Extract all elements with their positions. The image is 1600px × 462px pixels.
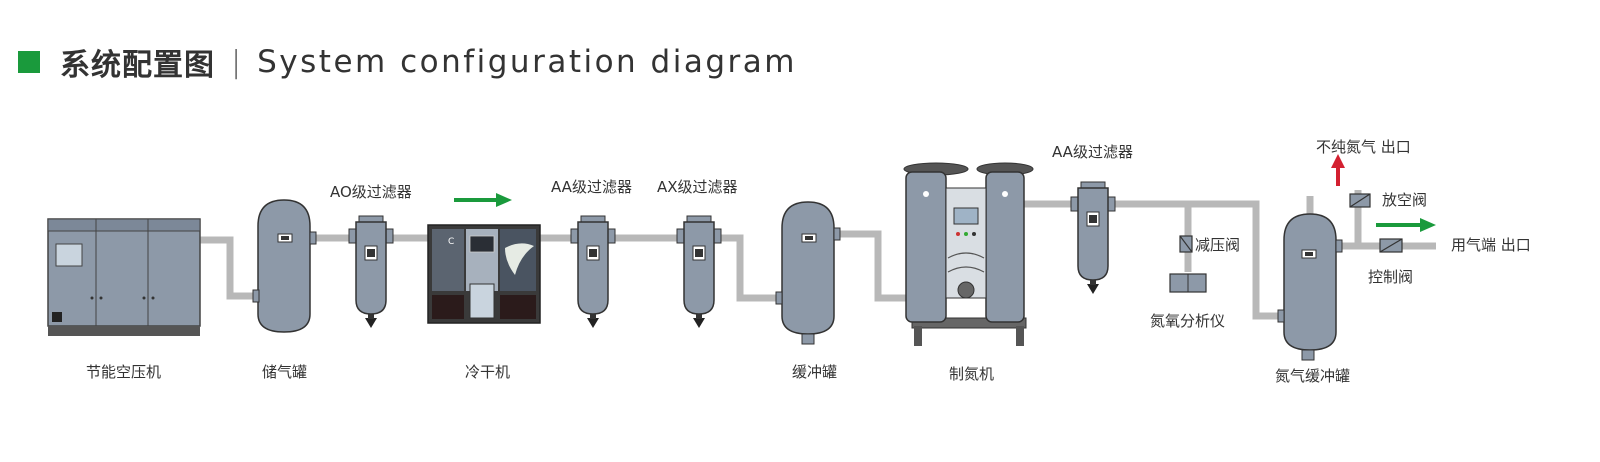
pipe-aafilter2-right bbox=[1114, 200, 1282, 320]
label-nitrogen-generator: 制氮机 bbox=[949, 365, 994, 383]
green-right-arrow bbox=[1376, 218, 1436, 232]
title-separator: | bbox=[231, 44, 242, 80]
label-compressor: 节能空压机 bbox=[86, 363, 161, 381]
refrigerated-dryer: C bbox=[427, 224, 541, 324]
red-up-arrow bbox=[1331, 154, 1345, 186]
label-impure-nitrogen-outlet: 不纯氮气 出口 bbox=[1316, 138, 1411, 156]
label-oxygen-analyzer: 氮氧分析仪 bbox=[1150, 312, 1225, 330]
label-aa-filter-2: AA级过滤器 bbox=[1052, 143, 1133, 161]
label-aa-filter-1: AA级过滤器 bbox=[551, 178, 632, 196]
pipe-compressor-tank bbox=[200, 236, 256, 300]
label-ax-filter: AX级过滤器 bbox=[657, 178, 738, 196]
label-vent-valve: 放空阀 bbox=[1382, 191, 1427, 209]
title-en: System configuration diagram bbox=[257, 44, 797, 80]
label-dryer: 冷干机 bbox=[465, 363, 510, 381]
control-valve bbox=[1379, 238, 1403, 253]
label-ao-filter: AO级过滤器 bbox=[330, 183, 412, 201]
ax-filter bbox=[676, 215, 722, 328]
label-control-valve: 控制阀 bbox=[1368, 268, 1413, 286]
label-pressure-reducing-valve: 减压阀 bbox=[1195, 236, 1240, 254]
compressor bbox=[47, 218, 201, 336]
nitrogen-buffer-tank bbox=[1277, 213, 1343, 361]
storage-tank bbox=[252, 199, 317, 333]
page-header: 系统配置图 | System configuration diagram bbox=[18, 40, 797, 84]
ao-filter bbox=[348, 215, 394, 328]
label-nitrogen-buffer-tank: 氮气缓冲罐 bbox=[1275, 367, 1350, 385]
label-buffer-tank: 缓冲罐 bbox=[792, 363, 837, 381]
aa-filter-1 bbox=[570, 215, 616, 328]
label-storage-tank: 储气罐 bbox=[262, 363, 307, 381]
nitrogen-generator bbox=[903, 162, 1034, 346]
label-user-outlet: 用气端 出口 bbox=[1451, 236, 1531, 254]
svg-text:C: C bbox=[448, 237, 454, 247]
pipe-buffer-generator bbox=[836, 230, 912, 302]
oxygen-analyzer bbox=[1169, 273, 1207, 293]
vent-valve bbox=[1349, 193, 1371, 208]
aa-filter-2 bbox=[1070, 181, 1116, 294]
green-square-icon bbox=[18, 51, 40, 73]
pressure-reducing-valve bbox=[1179, 235, 1193, 253]
buffer-tank bbox=[775, 201, 841, 345]
pipe-axfilter-buffer bbox=[720, 234, 780, 302]
title-cn: 系统配置图 bbox=[60, 48, 215, 83]
flow-arrow-green bbox=[454, 193, 512, 207]
